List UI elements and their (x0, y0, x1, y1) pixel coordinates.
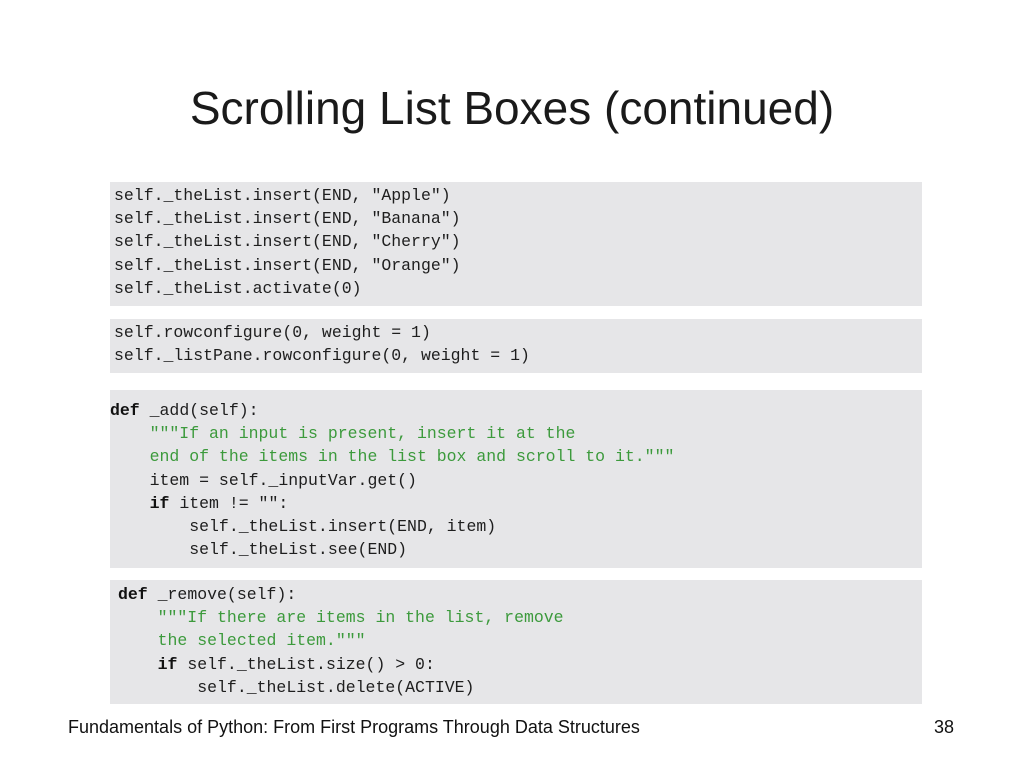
code-block-add-method: def _add(self): """If an input is presen… (110, 390, 922, 568)
keyword-if: if (149, 493, 170, 513)
code-line-if: if self._theList.size() > 0: (118, 653, 922, 676)
if-condition: self._theList.size() > 0: (177, 654, 435, 674)
code-line: self._theList.see(END) (110, 540, 408, 560)
code-line: self._theList.insert(END, "Cherry") (114, 232, 461, 252)
indent (110, 494, 150, 513)
code-line-def: def _remove(self): (118, 583, 922, 606)
indent (118, 655, 158, 674)
code-line-if: if item != "": (110, 492, 922, 515)
code-line: self._theList.activate(0) (114, 278, 362, 298)
keyword-def: def (118, 585, 148, 604)
code-block-row-config: self.rowconfigure(0, weight = 1) self._l… (110, 319, 922, 373)
code-line: self._theList.insert(END, "Orange") (114, 255, 461, 275)
keyword-def: def (110, 401, 140, 420)
code-line-def: def _add(self): (110, 399, 922, 422)
page-number: 38 (933, 717, 954, 737)
code-line: self._theList.insert(END, "Banana") (114, 209, 461, 229)
method-signature: _add(self): (139, 401, 259, 420)
code-line: self._theList.insert(END, "Apple") (114, 186, 451, 205)
code-block-insert-items: self._theList.insert(END, "Apple") self.… (110, 182, 922, 306)
docstring-line: """If there are items in the list, remov… (118, 608, 564, 628)
footer-book-title: Fundamentals of Python: From First Progr… (68, 717, 640, 737)
code-line: self._theList.delete(ACTIVE) (118, 677, 475, 697)
code-block-remove-method: def _remove(self): """If there are items… (110, 580, 922, 704)
code-line: self.rowconfigure(0, weight = 1) (114, 323, 431, 342)
docstring-line: end of the items in the list box and scr… (110, 447, 675, 467)
docstring-line: """If an input is present, insert it at … (110, 424, 576, 444)
method-signature: _remove(self): (147, 585, 297, 604)
code-line: item = self._inputVar.get() (110, 470, 417, 490)
docstring-line: the selected item.""" (118, 631, 366, 651)
if-condition: item != "": (169, 493, 289, 513)
code-line: self._listPane.rowconfigure(0, weight = … (114, 346, 530, 366)
keyword-if: if (157, 654, 178, 674)
slide-title: Scrolling List Boxes (continued) (189, 82, 835, 134)
code-line: self._theList.insert(END, item) (110, 516, 497, 536)
